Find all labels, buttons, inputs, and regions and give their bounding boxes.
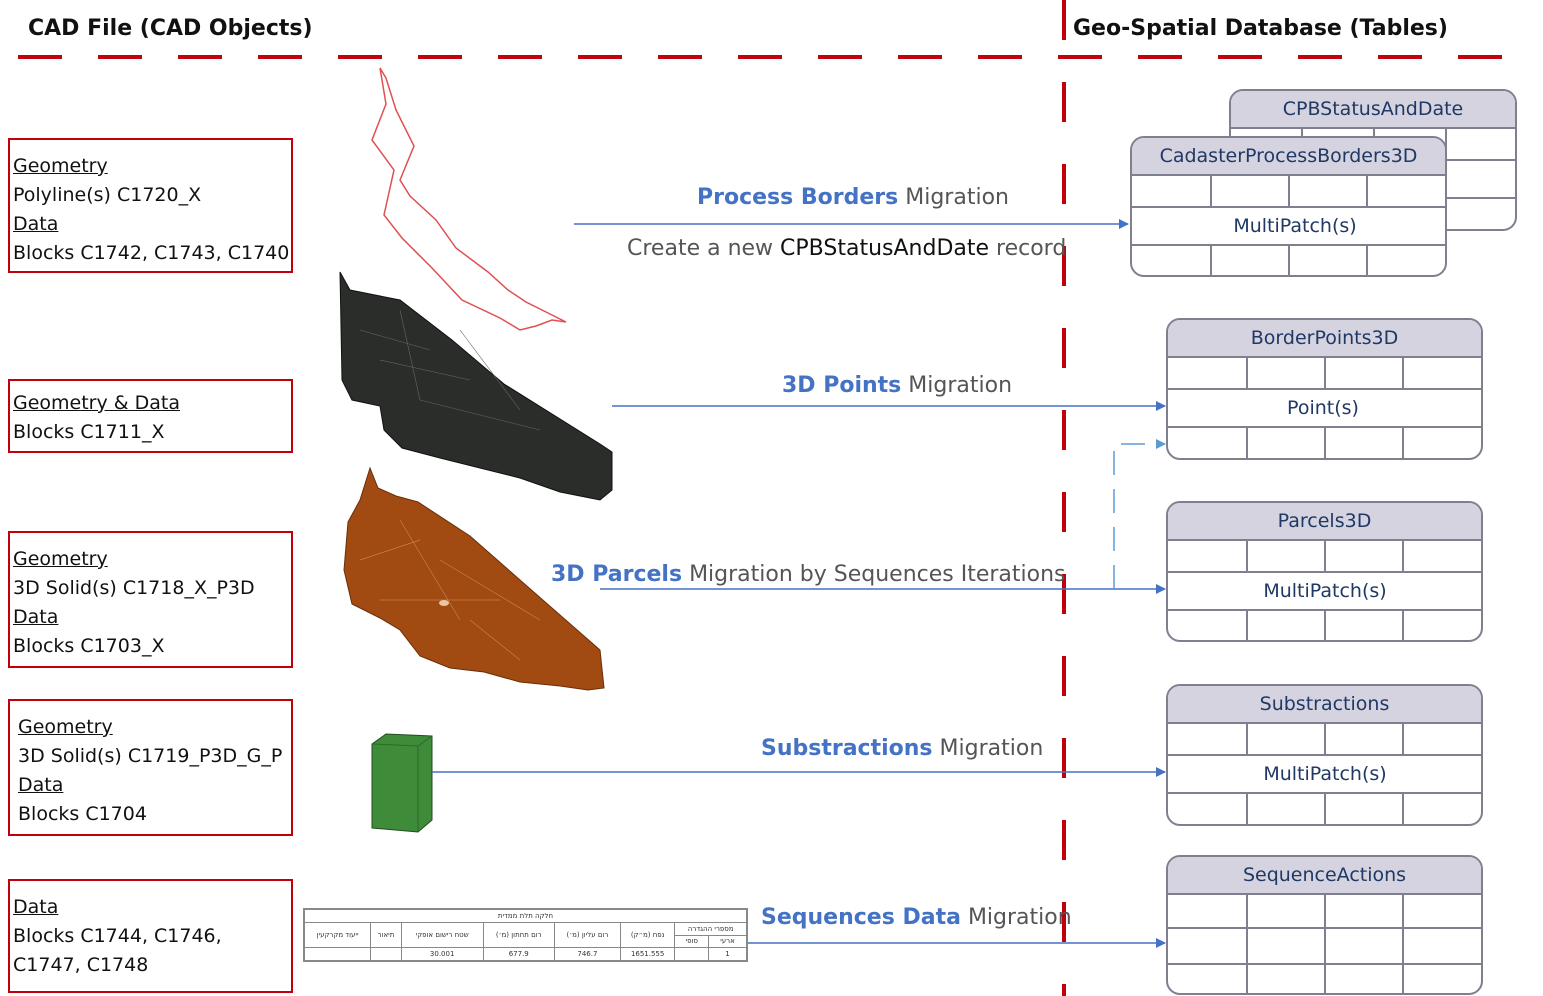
label-sequences-data-migration: Sequences Data Migration	[761, 905, 1072, 930]
seq-cell: 677.9	[482, 947, 555, 961]
table-title: BorderPoints3D	[1168, 320, 1481, 358]
sequences-table-image: חלקה תלת ממדית ייעוד מקרקעין תיאור שטח ר…	[303, 908, 748, 962]
table-cadaster-process-borders-3d: CadasterProcessBorders3D MultiPatch(s)	[1130, 136, 1447, 277]
seq-cell: 1	[708, 947, 747, 961]
seq-header: רום עליון (מ׳)	[553, 921, 621, 949]
cad-box-sequences: Data Blocks C1744, C1746, C1747, C1748	[8, 879, 293, 993]
label-rest: Migration	[905, 185, 1009, 210]
table-content: MultiPatch(s)	[1202, 208, 1388, 244]
cad-line: C1747, C1748	[13, 954, 149, 976]
table-content: MultiPatch(s)	[1232, 573, 1418, 609]
label-bold: Substractions	[761, 736, 933, 761]
table-title: Parcels3D	[1168, 503, 1481, 541]
table-title: CPBStatusAndDate	[1231, 91, 1515, 129]
seq-header: תיאור	[370, 921, 402, 949]
note-after: record	[996, 236, 1067, 261]
cad-line: Blocks C1704	[18, 803, 147, 825]
cad-box-3d-parcels: Geometry 3D Solid(s) C1718_X_P3D Data Bl…	[8, 531, 293, 668]
substraction-solid	[371, 733, 433, 833]
label-rest: Migration	[967, 905, 1072, 930]
seq-header: ייעוד מקרקעין	[303, 921, 372, 949]
label-bold: 3D Points	[782, 373, 902, 398]
table-grid: Point(s)	[1168, 358, 1481, 458]
header-geo-database: Geo-Spatial Database (Tables)	[1073, 16, 1448, 41]
seq-header: שטח רישום אופקי	[400, 921, 484, 949]
cad-box-3d-points: Geometry & Data Blocks C1711_X	[8, 379, 293, 453]
label-bold: Sequences Data	[761, 905, 961, 930]
process-border-polyline	[371, 67, 567, 331]
label-create-record-note: Create a new CPBStatusAndDate record	[627, 236, 1066, 261]
table-grid: MultiPatch(s)	[1168, 541, 1481, 640]
label-bold: Process Borders	[697, 185, 899, 210]
table-content: Point(s)	[1228, 390, 1418, 426]
note-highlight: CPBStatusAndDate	[780, 236, 990, 261]
cad-line: Polyline(s) C1720_X	[13, 184, 202, 206]
header-cad-file: CAD File (CAD Objects)	[28, 16, 313, 41]
cad-line: Blocks C1711_X	[13, 421, 165, 443]
cad-line: 3D Solid(s) C1718_X_P3D	[13, 577, 255, 599]
table-parcels-3d: Parcels3D MultiPatch(s)	[1166, 501, 1483, 642]
table-title: CadasterProcessBorders3D	[1132, 138, 1445, 176]
seq-cell	[303, 947, 372, 961]
cad-line: Geometry	[13, 548, 108, 570]
label-rest: Migration by Sequences Iterations	[689, 562, 1066, 587]
cad-line: Blocks C1744, C1746,	[13, 925, 222, 947]
cad-line: Geometry	[13, 155, 108, 177]
label-rest: Migration	[908, 373, 1013, 398]
seq-subheader: סופי	[674, 934, 710, 949]
cad-line: Data	[13, 896, 59, 918]
label-3d-parcels-migration: 3D Parcels Migration by Sequences Iterat…	[551, 562, 1066, 587]
3d-points-solid	[339, 271, 613, 501]
label-bold: 3D Parcels	[551, 562, 683, 587]
label-3d-points-migration: 3D Points Migration	[782, 373, 1012, 398]
table-grid	[1168, 895, 1481, 993]
3d-parcels-solid	[343, 466, 605, 691]
note-before: Create a new	[627, 236, 774, 261]
seq-caption: חלקה תלת ממדית	[304, 909, 747, 923]
cad-line: Blocks C1742, C1743, C1740	[13, 242, 290, 264]
table-grid: MultiPatch(s)	[1168, 724, 1481, 824]
table-title: SequenceActions	[1168, 857, 1481, 895]
seq-cell: 30.001	[400, 947, 484, 961]
seq-cell: 1651.555	[619, 947, 676, 961]
label-substractions-migration: Substractions Migration	[761, 736, 1043, 761]
table-border-points-3d: BorderPoints3D Point(s)	[1166, 318, 1483, 460]
label-rest: Migration	[939, 736, 1044, 761]
cad-line: Blocks C1703_X	[13, 635, 165, 657]
arrow-3d-parcels-to-points	[1113, 439, 1166, 589]
table-content: MultiPatch(s)	[1232, 756, 1418, 792]
cad-line: Data	[13, 606, 59, 628]
cad-line: Geometry & Data	[13, 392, 181, 414]
seq-header: מספרי ההגדרה	[674, 921, 747, 936]
seq-header: נפח (מ״ק)	[619, 921, 676, 949]
table-grid: MultiPatch(s)	[1132, 176, 1445, 275]
seq-header: רום תחתון (מ׳)	[482, 921, 555, 949]
cad-line: Data	[18, 774, 64, 796]
table-title: Substractions	[1168, 686, 1481, 724]
table-sequence-actions: SequenceActions	[1166, 855, 1483, 995]
cad-box-process-borders: Geometry Polyline(s) C1720_X Data Blocks…	[8, 138, 293, 273]
cad-line: Data	[13, 213, 59, 235]
seq-cell	[674, 947, 710, 961]
seq-cell	[370, 947, 402, 961]
cad-line: 3D Solid(s) C1719_P3D_G_P	[18, 745, 283, 767]
cad-box-substractions: Geometry 3D Solid(s) C1719_P3D_G_P Data …	[8, 699, 293, 836]
label-process-borders-migration: Process Borders Migration	[697, 185, 1009, 210]
seq-cell: 746.7	[553, 947, 621, 961]
table-substractions: Substractions MultiPatch(s)	[1166, 684, 1483, 826]
cad-line: Geometry	[18, 716, 113, 738]
seq-subheader: ארעי	[708, 934, 747, 949]
